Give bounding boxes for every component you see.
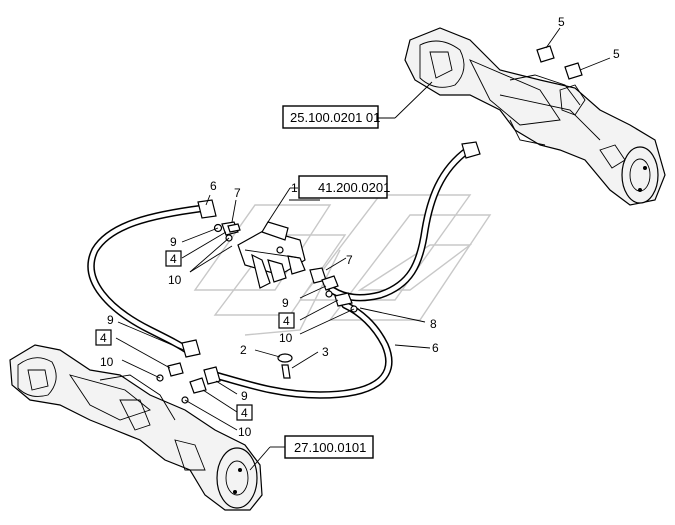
rear-axle-reference-box xyxy=(284,435,374,459)
front-axle xyxy=(404,27,666,206)
callout-6: 6 xyxy=(210,179,217,193)
callout-4: 4 xyxy=(100,331,107,345)
leader-lines xyxy=(115,27,611,471)
front-axle-reference-box xyxy=(282,105,379,129)
callout-10: 10 xyxy=(168,273,182,287)
rear-axle-reference-label: 27.100.0101 xyxy=(294,440,366,455)
callout-9: 9 xyxy=(170,235,177,249)
callout-3: 3 xyxy=(322,345,329,359)
callout-10: 10 xyxy=(100,355,114,369)
callout-1: 1 xyxy=(291,181,298,195)
front-axle-reference-label: 25.100.0201 01 xyxy=(290,110,380,125)
valve-block xyxy=(237,221,306,289)
callout-7: 7 xyxy=(346,253,353,267)
callout-9: 9 xyxy=(107,313,114,327)
callout-9: 9 xyxy=(241,389,248,403)
callout-10: 10 xyxy=(238,425,252,439)
reference-boxes: 25.100.0201 01 41.200.0201 27.100.0101 xyxy=(282,105,390,459)
rear-axle xyxy=(9,344,263,511)
callout-2: 2 xyxy=(240,343,247,357)
valve-reference-label: 41.200.0201 xyxy=(318,180,390,195)
callout-6: 6 xyxy=(432,341,439,355)
callout-5: 5 xyxy=(558,15,565,29)
plain-callouts: 1 2 3 5 5 6 6 7 7 8 9 9 9 9 10 10 10 10 xyxy=(100,15,620,439)
callout-4: 4 xyxy=(170,252,177,266)
callout-7: 7 xyxy=(234,186,241,200)
callout-4: 4 xyxy=(241,406,248,420)
callout-4: 4 xyxy=(283,314,290,328)
callout-9: 9 xyxy=(282,296,289,310)
callout-5: 5 xyxy=(613,47,620,61)
boxed-callouts: 4 4 4 4 xyxy=(95,250,295,421)
fittings xyxy=(156,45,583,404)
valve-reference-box xyxy=(298,175,388,199)
callout-8: 8 xyxy=(430,317,437,331)
callout-10: 10 xyxy=(279,331,293,345)
hose-lines xyxy=(87,146,472,399)
